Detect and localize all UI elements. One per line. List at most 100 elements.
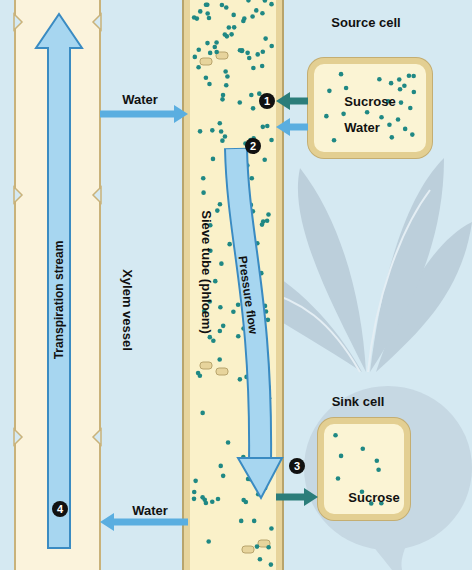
sucrose-dot: [220, 3, 225, 8]
sucrose-dot: [389, 81, 394, 86]
sucrose-dot: [204, 75, 209, 80]
sucrose-dot: [403, 127, 408, 132]
xylem-vessel: Xylem vesselTranspiration stream: [15, 0, 100, 570]
sucrose-dot: [223, 69, 228, 74]
sucrose-dot: [196, 65, 201, 70]
sucrose-dot: [207, 16, 212, 21]
sucrose-dot: [239, 519, 244, 524]
sucrose-dot: [201, 176, 206, 181]
sucrose-dot: [254, 8, 259, 13]
sucrose-dot: [407, 73, 412, 78]
sieve-plate: [200, 58, 212, 65]
sucrose-dot: [390, 135, 395, 140]
arrow-label: Water: [122, 92, 158, 107]
sucrose-dot: [339, 454, 344, 459]
sucrose-dot: [324, 114, 329, 119]
sucrose-dot: [258, 557, 263, 562]
tube-label: Sieve tube (phloem): [199, 210, 214, 334]
sucrose-dot: [198, 129, 203, 134]
xylem-joint: [14, 429, 22, 445]
sucrose-dot: [218, 329, 223, 334]
sucrose-dot: [377, 77, 382, 82]
sucrose-dot: [261, 49, 266, 54]
sucrose-dot: [332, 138, 337, 143]
flow-label: Transpiration stream: [52, 241, 66, 360]
flow-arrow: [100, 111, 174, 118]
sucrose-dot: [269, 562, 274, 567]
sucrose-dot: [200, 411, 205, 416]
sucrose-dot: [327, 89, 332, 94]
sucrose-dot: [250, 14, 255, 19]
pressure-arrow: [236, 149, 260, 464]
tube-label: Xylem vessel: [120, 269, 135, 351]
sucrose-dot: [238, 48, 243, 53]
sucrose-dot: [198, 9, 203, 14]
callout-number: 3: [289, 458, 305, 474]
root-tip: [372, 545, 406, 570]
sucrose-dot: [396, 117, 401, 122]
sucrose-dot: [247, 56, 252, 61]
sucrose-dot: [265, 124, 270, 129]
sucrose-dot: [206, 539, 211, 544]
arrow-label: Sucrose: [344, 94, 395, 109]
sucrose-dot: [210, 499, 215, 504]
sucrose-dot: [207, 82, 212, 87]
sucrose-dot: [260, 11, 265, 16]
sucrose-dot: [231, 310, 236, 315]
sucrose-dot: [269, 2, 274, 7]
sucrose-dot: [196, 48, 201, 53]
sucrose-dot: [204, 501, 209, 506]
sucrose-dot: [193, 55, 198, 60]
sucrose-dot: [266, 212, 271, 217]
leaf-vein: [368, 190, 430, 372]
sucrose-dot: [269, 44, 274, 49]
sucrose-dot: [192, 490, 197, 495]
sucrose-dot: [224, 83, 229, 88]
sucrose-dot: [255, 52, 260, 57]
sucrose-dot: [262, 157, 267, 162]
leaf: [370, 158, 444, 372]
sucrose-dot: [200, 495, 205, 500]
sucrose-dot: [229, 32, 234, 37]
sucrose-dot: [210, 128, 215, 133]
sucrose-dot: [242, 16, 247, 21]
sucrose-dot: [223, 32, 228, 37]
sucrose-dot: [399, 100, 404, 105]
sucrose-dot: [227, 25, 232, 30]
sucrose-dot: [221, 474, 226, 479]
sucrose-dot: [231, 13, 236, 18]
callout-number: 4: [52, 501, 68, 517]
sucrose-dot: [218, 464, 223, 469]
sucrose-dot: [360, 446, 365, 451]
arrow-label: Water: [132, 503, 168, 518]
sucrose-dot: [269, 526, 274, 531]
sucrose-dot: [193, 479, 198, 484]
sieve-plate: [200, 362, 212, 369]
sucrose-dot: [227, 242, 232, 247]
sucrose-dot: [255, 544, 260, 549]
sucrose-dot: [192, 497, 197, 502]
sucrose-dot: [261, 125, 266, 130]
sieve-tube: [183, 0, 283, 570]
arrow-label: Sucrose: [348, 490, 399, 505]
sucrose-dot: [333, 433, 338, 438]
sucrose-dot: [237, 100, 242, 105]
sucrose-dot: [238, 377, 243, 382]
sucrose-dot: [201, 190, 206, 195]
sucrose-dot: [376, 467, 381, 472]
arrow-label: Water: [344, 120, 380, 135]
sucrose-dot: [387, 123, 392, 128]
sucrose-dot: [336, 476, 341, 481]
sucrose-dot: [397, 77, 402, 82]
flow-arrow: [290, 98, 308, 105]
xylem-tube: [14, 0, 101, 570]
sucrose-dot: [216, 497, 221, 502]
sucrose-dot: [344, 86, 349, 91]
flow-arrow: [290, 124, 308, 131]
sucrose-dot: [224, 5, 229, 10]
sucrose-dot: [211, 157, 216, 162]
callout-number: 2: [245, 138, 261, 154]
